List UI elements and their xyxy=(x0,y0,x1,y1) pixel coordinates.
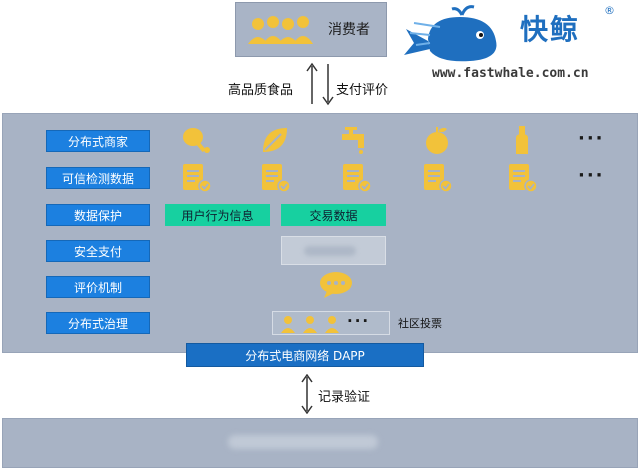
brand-url: www.fastwhale.com.cn xyxy=(432,66,589,81)
row-label-trusted-data: 可信检测数据 xyxy=(46,167,150,189)
arrow-both-icon xyxy=(301,374,313,414)
consumer-box: 消费者 xyxy=(235,2,387,57)
bottle-icon xyxy=(516,126,528,154)
arrow-up-icon xyxy=(306,62,318,104)
consumer-group-icon xyxy=(248,16,313,44)
checklist-icon xyxy=(262,164,291,193)
flow-label-food: 高品质食品 xyxy=(228,83,294,98)
row-label-governance: 分布式治理 xyxy=(46,312,150,334)
leaf-icon xyxy=(263,128,287,152)
row-label-rating: 评价机制 xyxy=(46,276,150,298)
whale-logo-icon xyxy=(404,5,497,62)
user-behavior-tag: 用户行为信息 xyxy=(165,204,270,226)
community-vote-label: 社区投票 xyxy=(398,317,442,330)
voter-group-icon xyxy=(281,316,339,333)
meat-leg-icon xyxy=(183,128,210,153)
checklist-icon xyxy=(183,164,212,193)
checklist-icon xyxy=(343,164,372,193)
checklist-icon xyxy=(509,164,538,193)
row-label-data-protection: 数据保护 xyxy=(46,204,150,226)
checklist-icon xyxy=(424,164,453,193)
row-label-secure-payment: 安全支付 xyxy=(46,240,150,262)
chat-bubble-icon xyxy=(320,272,352,298)
transaction-data-tag: 交易数据 xyxy=(281,204,386,226)
dapp-bar: 分布式电商网络 DAPP xyxy=(186,343,424,367)
merchants-ellipsis: ··· xyxy=(578,128,605,149)
brand-name: 快鲸 xyxy=(520,13,581,46)
blurred-content xyxy=(304,246,356,256)
registered-mark: ® xyxy=(604,4,615,17)
blurred-content xyxy=(228,435,378,449)
faucet-icon xyxy=(342,127,364,154)
governance-ellipsis: ··· xyxy=(347,312,371,330)
flow-label-record: 记录验证 xyxy=(318,390,371,405)
flow-label-pay: 支付评价 xyxy=(336,83,389,98)
row-label-merchants: 分布式商家 xyxy=(46,130,150,152)
apple-icon xyxy=(426,127,448,154)
arrow-down-icon xyxy=(322,64,334,106)
trusted-data-ellipsis: ··· xyxy=(578,165,605,186)
blockchain-panel xyxy=(2,418,638,468)
consumer-label: 消费者 xyxy=(328,22,370,38)
secure-payment-box xyxy=(281,236,386,265)
governance-box: ··· xyxy=(272,311,390,335)
